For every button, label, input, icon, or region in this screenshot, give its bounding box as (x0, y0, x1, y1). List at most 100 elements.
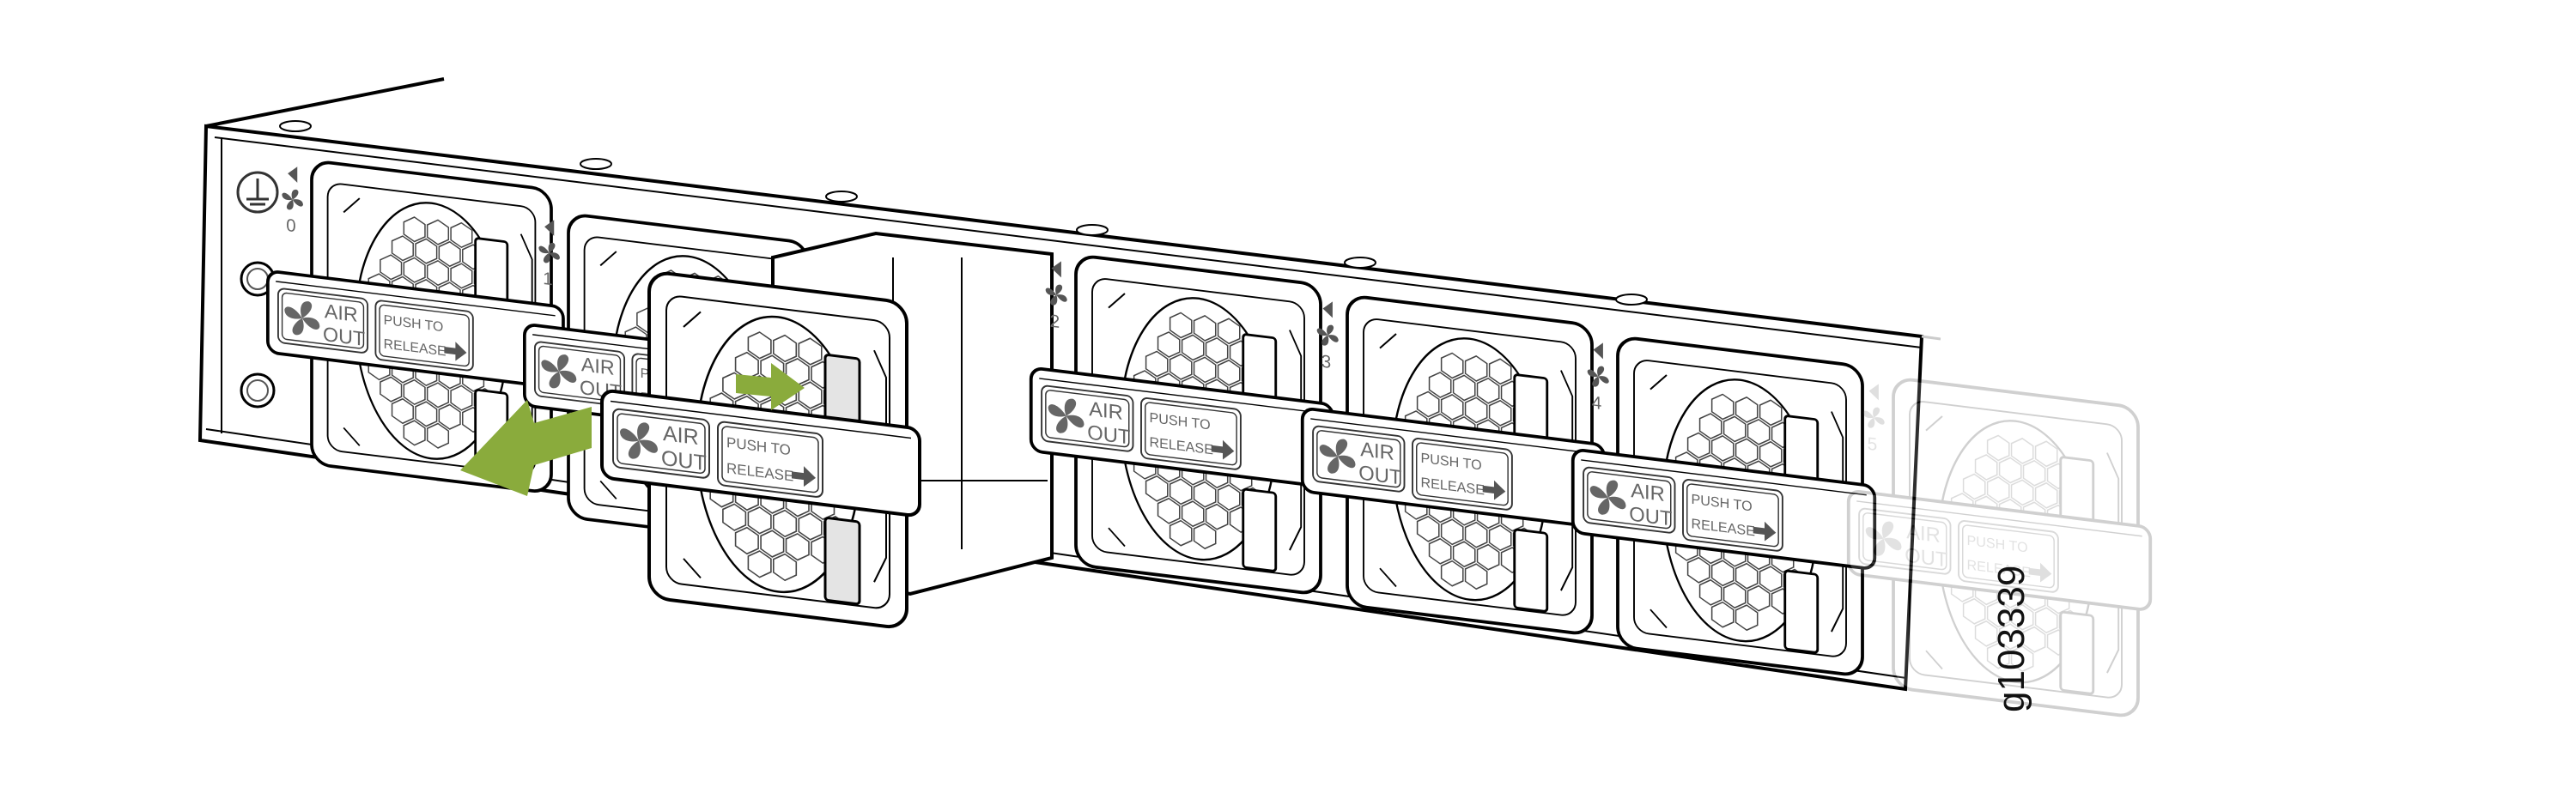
grille-hex (403, 420, 426, 446)
latch-lower[interactable] (2059, 610, 2095, 695)
grille-hex (785, 532, 810, 561)
grille-hex (760, 530, 785, 558)
arrow-right-icon (444, 342, 467, 361)
grille-hex (2046, 463, 2070, 490)
grille-hex (450, 263, 473, 289)
air-label: AIR (1906, 520, 1941, 548)
screw (1076, 224, 1109, 236)
chassis-right-fade (1921, 335, 1941, 341)
air-label: AIR (1089, 397, 1123, 425)
screw (279, 120, 312, 132)
grille-hex (1464, 563, 1488, 590)
grille-hex (1986, 642, 2010, 669)
grille-hex (1193, 481, 1217, 508)
grille-hex (1974, 536, 1998, 564)
grille-hex (1440, 352, 1464, 379)
screw-hole-lower (240, 372, 276, 409)
grille-hex (1181, 334, 1205, 361)
grille-hex (1476, 543, 1500, 571)
grille-hex (1950, 493, 1974, 519)
handle-edge (276, 281, 556, 317)
screw (825, 191, 858, 203)
grille-hex (747, 331, 772, 360)
fan-grille (1937, 420, 2094, 684)
grille-hex (1217, 484, 1241, 512)
grille-hex (1169, 478, 1193, 505)
arrow-push-latch-icon (736, 363, 805, 410)
arrow-right-icon (792, 466, 816, 487)
grille-hex (1950, 575, 1974, 602)
slot-label-2: 2 (1045, 261, 1067, 332)
grille-hex (1759, 566, 1783, 593)
grille-hex (2034, 565, 2058, 592)
slot-number: 2 (1050, 312, 1060, 332)
slot-label-1: 1 (538, 220, 560, 289)
grille-hex (1938, 512, 1962, 539)
grille-hex (2034, 440, 2058, 468)
grille-hex (380, 376, 403, 403)
grille-hex (1181, 500, 1205, 528)
air-label: AIR (1631, 479, 1665, 506)
latch-upper[interactable] (2059, 456, 2095, 554)
fan-icon (284, 301, 320, 336)
grille-hex (1157, 331, 1181, 358)
grille-hex (1998, 540, 2022, 567)
grille-hex (1686, 432, 1710, 459)
grille-hex (1735, 438, 1759, 465)
screw (1344, 257, 1376, 269)
grille-hex (1452, 374, 1476, 402)
arrow-right-icon (1753, 521, 1777, 542)
grille-hex (2046, 504, 2070, 531)
grille-hex (2022, 459, 2046, 487)
slot-triangle-icon (1051, 261, 1061, 278)
grille-hex (747, 550, 772, 578)
latch-lower[interactable] (1242, 487, 1278, 572)
grille-hex (1735, 604, 1759, 632)
slot-triangle-icon (1868, 384, 1879, 401)
slot-label-4: 4 (1587, 342, 1609, 414)
grille-hex (773, 553, 798, 582)
grille-hex (1974, 495, 1998, 523)
grille-hex (1735, 562, 1759, 590)
grille-hex (1759, 440, 1783, 468)
grille-hex (1962, 473, 1986, 500)
air-label: AIR (663, 421, 699, 450)
grille-hex (1464, 355, 1488, 382)
latch-lower[interactable] (823, 517, 861, 606)
grille-hex (450, 221, 473, 249)
grille-hex (2058, 526, 2082, 554)
latch-lower[interactable] (1513, 528, 1549, 613)
out-label: OUT (661, 446, 707, 475)
slot-number: 5 (1868, 434, 1878, 455)
fan-icon (620, 422, 658, 459)
grille-hex (1710, 601, 1735, 628)
grille-hex (1428, 372, 1452, 398)
grille-hex (426, 382, 450, 409)
grille-hex (1157, 497, 1181, 524)
handle-edge (1581, 459, 1867, 496)
grille-hex (798, 337, 823, 366)
slot-number: 0 (286, 215, 295, 236)
grille-hex (403, 216, 426, 243)
fan-icon (282, 189, 303, 210)
arrows (460, 363, 805, 496)
grille-hex (1464, 521, 1488, 548)
grille-hex (450, 384, 473, 411)
chassis-top-edge (205, 77, 445, 128)
latch-lower[interactable] (1783, 569, 1820, 654)
grille-hex (1974, 454, 1998, 481)
grille-hex (734, 526, 759, 555)
